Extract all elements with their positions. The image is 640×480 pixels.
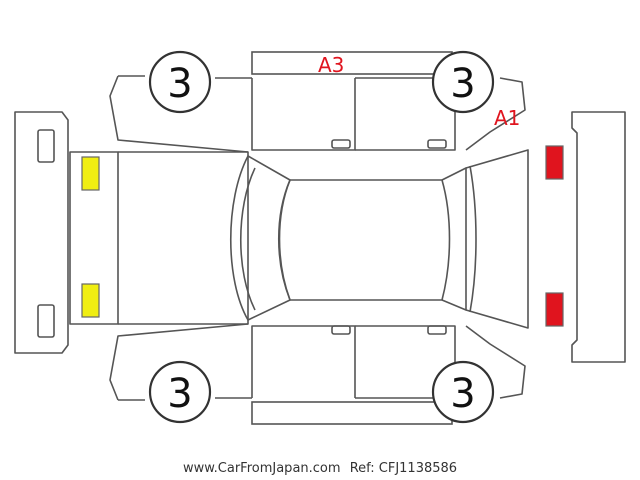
tire-front-left: 3 bbox=[148, 50, 212, 114]
footer-ref: Ref: CFJ1138586 bbox=[350, 461, 457, 476]
tire-front-left-grade: 3 bbox=[167, 61, 192, 107]
side-sill-bottom bbox=[251, 401, 453, 425]
roof-rail-top bbox=[251, 51, 453, 75]
front-panel bbox=[69, 151, 119, 325]
rear-marker-upper bbox=[545, 145, 564, 180]
tire-rear-right-grade: 3 bbox=[450, 371, 475, 417]
front-marker-upper bbox=[81, 156, 100, 191]
damage-code-a3: A3 bbox=[318, 53, 344, 77]
windshield bbox=[229, 155, 291, 321]
damage-code-a1: A1 bbox=[494, 106, 520, 130]
tire-rear-left-grade: 3 bbox=[450, 61, 475, 107]
rear-bumper bbox=[571, 111, 626, 363]
tire-front-right-grade: 3 bbox=[167, 371, 192, 417]
tire-rear-left: 3 bbox=[431, 50, 495, 114]
front-marker-lower bbox=[81, 283, 100, 318]
upper-side-body bbox=[109, 75, 526, 153]
hood bbox=[118, 151, 249, 325]
rear-marker-lower bbox=[545, 292, 564, 327]
footer-text: www.CarFromJapan.com Ref: CFJ1138586 bbox=[183, 461, 457, 476]
roof bbox=[278, 179, 451, 301]
footer-site: www.CarFromJapan.com bbox=[183, 461, 341, 476]
tailgate bbox=[465, 149, 529, 329]
tire-front-right: 3 bbox=[148, 360, 212, 424]
tire-rear-right: 3 bbox=[431, 360, 495, 424]
front-bumper bbox=[14, 111, 69, 354]
rear-window bbox=[441, 165, 477, 313]
